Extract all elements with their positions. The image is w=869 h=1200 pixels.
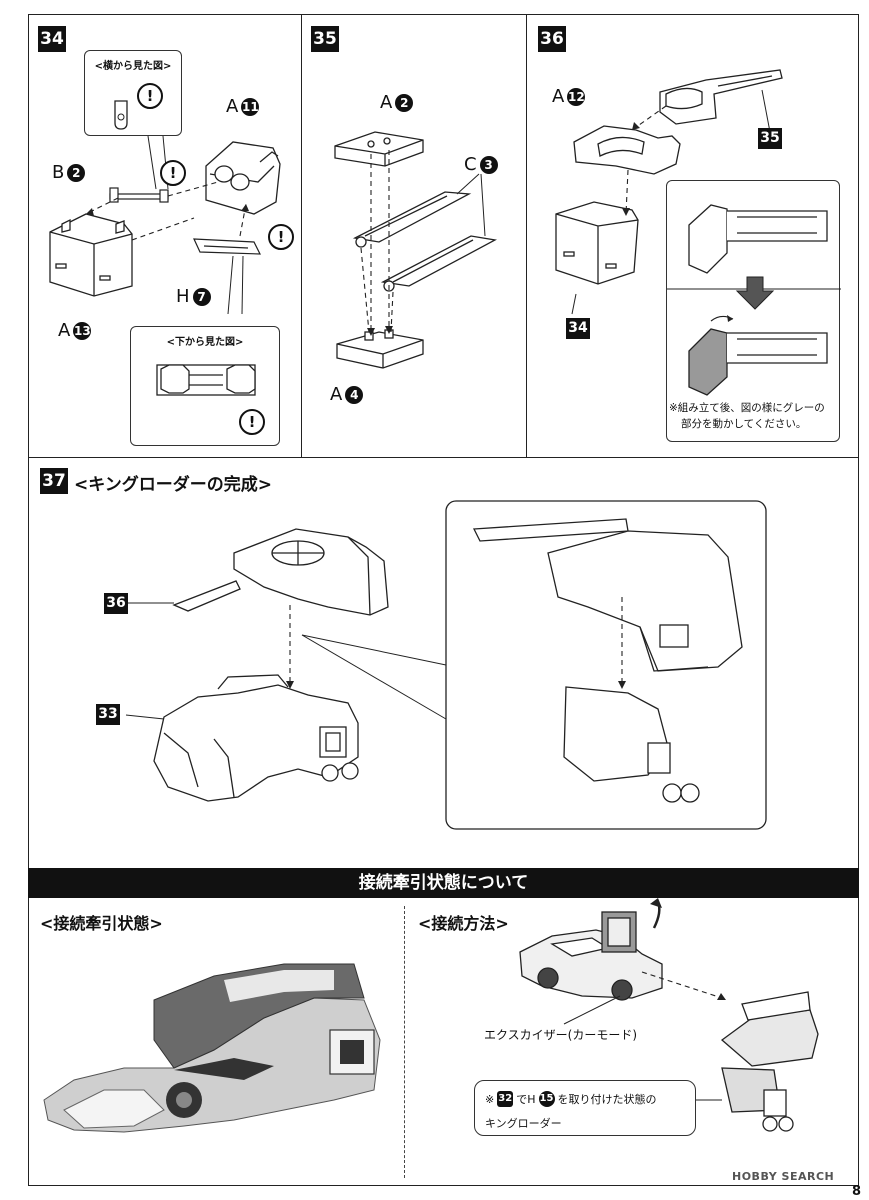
note-line1: ※ 32 でH 15 を取り付けた状態の [485, 1091, 657, 1107]
side-view-warning-icon: ! [137, 83, 163, 109]
ref-34-badge: 34 [566, 318, 590, 339]
adjust-note-line1: ※組み立て後、図の様にグレーの [669, 402, 825, 414]
adjust-detail-callout: ※組み立て後、図の様にグレーの 部分を動かしてください。 [666, 180, 841, 442]
step-35-badge: 35 [311, 26, 339, 52]
towing-state-heading: <接続牽引状態> [40, 914, 163, 933]
connection-method-heading: <接続方法> [418, 914, 509, 933]
step-36-badge: 36 [538, 26, 566, 52]
plate-warning-icon: ! [268, 224, 294, 250]
adjust-detail-drawing [667, 204, 841, 396]
num-13: 13 [73, 321, 92, 340]
rod-warning-icon: ! [160, 160, 186, 186]
bottom-view-warning-icon: ! [239, 409, 265, 435]
num-11: 11 [241, 97, 260, 116]
watermark: HOBBY SEARCH [732, 1170, 835, 1183]
num-12: 12 [567, 87, 586, 106]
step-34-badge: 34 [38, 26, 66, 52]
label-a12: A 12 [552, 86, 586, 107]
car-mode-label: エクスカイザー(カーモード) [484, 1028, 638, 1042]
adjust-note-line2: 部分を動かしてください。 [681, 418, 807, 430]
ref-36-badge: 36 [104, 593, 128, 614]
num-3: 3 [479, 155, 498, 174]
bottom-view-drawing [156, 364, 256, 396]
label-a11: A 11 [226, 96, 260, 117]
bottom-view-callout: <下から見た図> ! [130, 326, 280, 446]
car-label-pointer [563, 995, 621, 1025]
step-36-drawing [555, 69, 783, 315]
step-37-badge: 37 [40, 468, 68, 494]
towing-state-photo [43, 963, 381, 1133]
bottom-view-title: <下から見た図> [166, 337, 244, 348]
num-4: 4 [345, 385, 364, 404]
num-15: 15 [538, 1091, 555, 1107]
side-view-pin-drawing [114, 100, 128, 130]
label-a4: A 4 [330, 384, 364, 405]
step-34-drawing [49, 135, 281, 315]
ref-32-badge: 32 [497, 1091, 514, 1107]
note-line2: キングローダー [485, 1117, 562, 1130]
side-view-title: <横から見た図> [94, 61, 172, 72]
label-a2: A 2 [380, 92, 414, 113]
num-2b: 2 [395, 93, 414, 112]
connection-method-drawing [519, 898, 819, 1132]
page-number: 8 [852, 1184, 862, 1199]
section-divider [404, 906, 405, 1178]
num-7: 7 [192, 287, 211, 306]
step-37-drawing [125, 500, 767, 830]
label-b2: B 2 [52, 162, 86, 183]
step-37-title: <キングローダーの完成> [74, 475, 272, 495]
label-c3: C 3 [464, 154, 498, 175]
step-35-drawing [334, 131, 497, 369]
ref-33-badge: 33 [96, 704, 120, 725]
ref-35-badge: 35 [758, 128, 782, 149]
side-view-callout: <横から見た図> ! [84, 50, 182, 136]
king-loader-note-box: ※ 32 でH 15 を取り付けた状態の キングローダー [474, 1080, 696, 1136]
label-a13: A 13 [58, 320, 92, 341]
num-2: 2 [67, 163, 86, 182]
label-h7: H 7 [176, 286, 211, 307]
connection-banner: 接続牽引状態について [28, 868, 859, 898]
